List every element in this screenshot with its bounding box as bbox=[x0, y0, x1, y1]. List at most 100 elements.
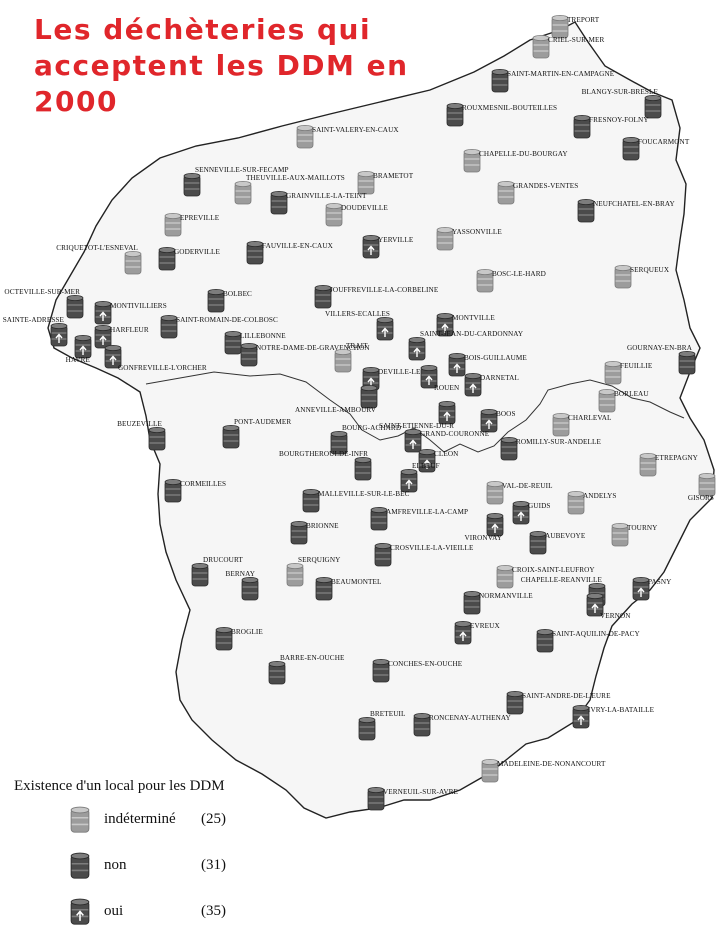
site-label: GONFREVILLE-L'ORCHER bbox=[118, 364, 207, 372]
site-marker-bois-guillaume: BOIS-GUILLAUME bbox=[448, 352, 527, 378]
site-label: ANDELYS bbox=[583, 492, 617, 500]
legend-row-non: non (31) bbox=[14, 851, 314, 897]
site-marker-elbeuf: ELBEUF bbox=[400, 462, 440, 494]
site-marker-rouen: ROUEN bbox=[420, 364, 459, 392]
site-marker-broglie: BROGLIE bbox=[215, 626, 263, 652]
title-line-3: 2000 bbox=[34, 85, 118, 118]
site-marker-val-de-reuil: VAL-DE-REUIL bbox=[486, 480, 552, 506]
site-marker-lillebonne: LILLEBONNE bbox=[224, 330, 286, 356]
site-label: SERQUIGNY bbox=[298, 556, 341, 564]
site-marker-senneville-sur-fecamp: SENNEVILLE-SUR-FECAMP bbox=[183, 166, 288, 198]
site-label: CHAPELLE-DU-BOURGAY bbox=[479, 150, 568, 158]
legend-title: Existence d'un local pour les DDM bbox=[14, 778, 225, 794]
site-marker-feuillie: FEUILLIE bbox=[604, 360, 652, 386]
site-label: YASSONVILLE bbox=[452, 228, 502, 236]
site-label: BOURG-ACHARD bbox=[342, 424, 402, 432]
site-label: BOIS-GUILLAUME bbox=[464, 354, 527, 362]
site-label: CRIQUETOT-L'ESNEVAL bbox=[56, 244, 138, 252]
site-label: GRAINVILLE-LA-TEINT bbox=[286, 192, 367, 200]
site-marker-fauville-en-caux: FAUVILLE-EN-CAUX bbox=[246, 240, 333, 266]
site-marker-vironvay: VIRONVAY bbox=[464, 512, 504, 542]
site-label: NORMANVILLE bbox=[479, 592, 533, 600]
site-marker-goderville: GODERVILLE bbox=[158, 246, 220, 272]
map-title: Les déchèteries qui acceptent les DDM en… bbox=[34, 12, 409, 120]
site-label: GRAND-COURONNE bbox=[420, 430, 490, 438]
site-label: CROSVILLE-LA-VIEILLE bbox=[390, 544, 474, 552]
site-marker-bernay: BERNAY bbox=[226, 570, 259, 602]
site-marker-crosville-la-vieille: CROSVILLE-LA-VIEILLE bbox=[374, 542, 473, 568]
site-marker-villers-ecalles: VILLERS-ECALLES bbox=[325, 310, 394, 342]
site-label: SERQUEUX bbox=[630, 266, 670, 274]
site-label: CRIEL-SUR-MER bbox=[548, 36, 605, 44]
site-label: MADELEINE-DE-NONANCOURT bbox=[497, 760, 606, 768]
legend-row-indetermine: indéterminé (25) bbox=[14, 805, 314, 851]
site-marker-cormeilles: CORMEILLES bbox=[164, 478, 226, 504]
site-label: VIRONVAY bbox=[464, 534, 502, 542]
site-label: FRESNOY-FOLNY bbox=[589, 116, 649, 124]
site-marker-conches-en-ouche: CONCHES-EN-OUCHE bbox=[372, 658, 462, 684]
site-label: ROUXMESNIL-BOUTEILLES bbox=[462, 104, 558, 112]
site-label: CROIX-SAINT-LEUFROY bbox=[512, 566, 595, 574]
site-marker-pasny: PASNY bbox=[632, 576, 671, 602]
site-label: JOUFFREVILLE-LA-CORBELINE bbox=[330, 286, 439, 294]
site-marker-ivry-la-bataille: IVRY-LA-BATAILLE bbox=[572, 704, 654, 730]
site-label: YERVILLE bbox=[378, 236, 414, 244]
site-marker-guids: GUIDS bbox=[512, 500, 550, 526]
site-label: SAINTE-ADRESSE bbox=[2, 316, 64, 324]
site-label: AMFREVILLE-LA-CAMP bbox=[386, 508, 469, 516]
site-marker-treport: TREPORT bbox=[551, 14, 599, 40]
title-line-2: acceptent les DDM en bbox=[34, 49, 409, 82]
site-marker-normanville: NORMANVILLE bbox=[463, 590, 533, 616]
site-marker-romilly-sur-andelle: ROMILLY-SUR-ANDELLE bbox=[500, 436, 601, 462]
site-marker-doudeville: DOUDEVILLE bbox=[325, 202, 388, 228]
site-label: MONTVILLE bbox=[452, 314, 495, 322]
site-label: BEUZEVILLE bbox=[117, 420, 162, 428]
site-marker-amfreville-la-camp: AMFREVILLE-LA-CAMP bbox=[370, 506, 468, 532]
site-label: BRAMETOT bbox=[373, 172, 414, 180]
site-label: CHARLEVAL bbox=[568, 414, 612, 422]
site-label: BEAUMONTEL bbox=[331, 578, 382, 586]
site-label: PONT-AUDEMER bbox=[234, 418, 292, 426]
site-marker-bosc-le-hard: BOSC-LE-HARD bbox=[476, 268, 546, 294]
site-marker-malleville-sur-le-bec: MALLEVILLE-SUR-LE-BEC bbox=[302, 488, 409, 514]
site-marker-brametot: BRAMETOT bbox=[357, 170, 413, 196]
site-marker-evreux: EVREUX bbox=[454, 620, 500, 646]
site-label: GOURNAY-EN-BRA bbox=[626, 344, 692, 352]
site-marker-serquigny: SERQUIGNY bbox=[286, 556, 340, 588]
site-label: DEVILLE-LES-R bbox=[378, 368, 432, 376]
site-marker-saint-andre-de-l-eure: SAINT-ANDRE-DE-L'EURE bbox=[506, 690, 610, 716]
site-marker-madeleine-de-nonancourt: MADELEINE-DE-NONANCOURT bbox=[481, 758, 605, 784]
title-line-1: Les déchèteries qui bbox=[34, 13, 372, 46]
site-marker-criel-sur-mer: CRIEL-SUR-MER bbox=[532, 34, 604, 60]
site-marker-gonfreville-l-orcher: GONFREVILLE-L'ORCHER bbox=[104, 344, 207, 372]
site-marker-barre-en-ouche: BARRE-EN-OUCHE bbox=[268, 654, 344, 686]
site-marker-grainville-la-teint: GRAINVILLE-LA-TEINT bbox=[270, 190, 366, 216]
legend-label: oui bbox=[104, 903, 124, 919]
site-label: SAINT-JEAN-DU-CARDONNAY bbox=[420, 330, 524, 338]
site-label: SAINT-ETIENNE-DU-R bbox=[379, 422, 454, 430]
site-label: THEUVILLE-AUX-MAILLOTS bbox=[246, 174, 345, 182]
site-marker-yerville: YERVILLE bbox=[362, 234, 413, 260]
barrel-arrow-icon bbox=[70, 897, 90, 927]
site-marker-etrepagny: ETREPAGNY bbox=[639, 452, 698, 478]
site-label: MONTIVILLIERS bbox=[110, 302, 167, 310]
site-label: BARRE-EN-OUCHE bbox=[280, 654, 345, 662]
map-legend: Existence d'un local pour les DDM indéte… bbox=[14, 778, 314, 930]
legend-count: (31) bbox=[201, 857, 226, 873]
site-label: SAINT-MARTIN-EN-CAMPAGNE bbox=[507, 70, 615, 78]
site-marker-cleon: CLEON bbox=[418, 448, 458, 474]
site-marker-bourgtheroulde-infr: BOURGTHEROULDE-INFR bbox=[279, 450, 372, 482]
site-marker-epreville: EPREVILLE bbox=[164, 212, 219, 238]
site-label: HARFLEUR bbox=[110, 326, 149, 334]
site-label: SENNEVILLE-SUR-FECAMP bbox=[195, 166, 289, 174]
site-marker-harfleur: HARFLEUR bbox=[94, 324, 149, 350]
site-marker-criquetot-l-esneval: CRIQUETOT-L'ESNEVAL bbox=[56, 244, 142, 276]
site-marker-roncenay-authenay: RONCENAY-AUTHENAY bbox=[413, 712, 511, 738]
site-label: TREPORT bbox=[567, 16, 600, 24]
site-label: MALLEVILLE-SUR-LE-BEC bbox=[318, 490, 410, 498]
site-label: BERNAY bbox=[225, 570, 255, 578]
site-label: CHAPELLE-REANVILLE bbox=[520, 576, 602, 584]
legend-row-oui: oui (35) bbox=[14, 897, 314, 930]
